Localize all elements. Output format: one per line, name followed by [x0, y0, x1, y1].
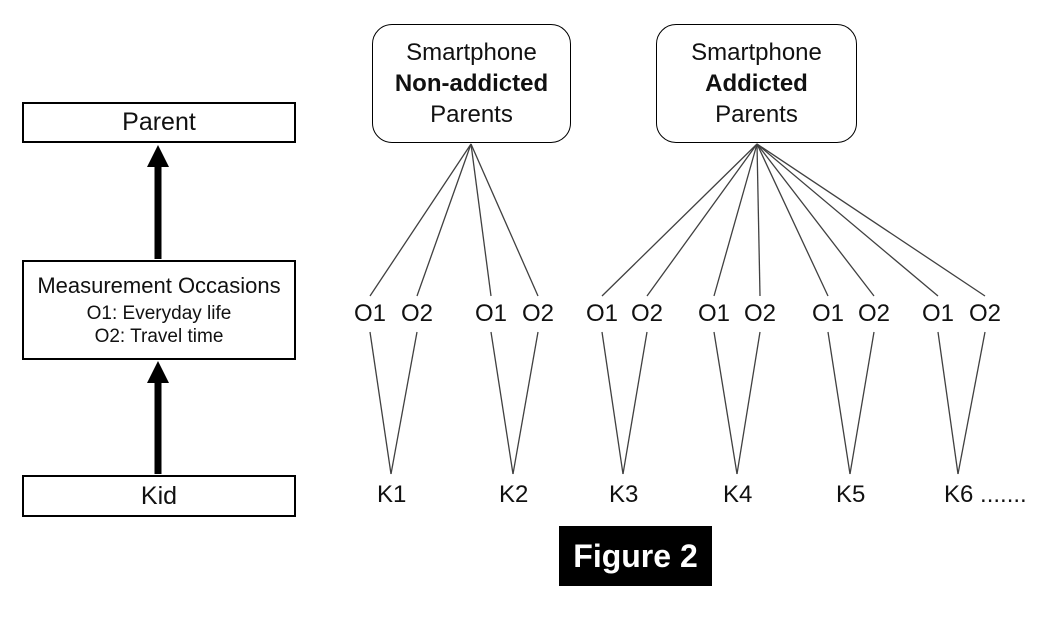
- kid-label: K3: [609, 481, 639, 508]
- measurement-sub-o2: O2: Travel time: [94, 326, 224, 347]
- converge-line: [490, 331, 514, 475]
- occasion-label: O1: [474, 300, 508, 327]
- fan-line: [756, 143, 939, 297]
- kid-box-label: Kid: [140, 481, 178, 510]
- converge-line: [849, 331, 875, 475]
- figure-label-text: Figure 2: [573, 537, 698, 574]
- fan-line: [470, 143, 492, 297]
- occasion-label: O1: [921, 300, 955, 327]
- fan-line: [756, 143, 829, 297]
- occasion-label: O2: [857, 300, 891, 327]
- converge-line: [512, 331, 539, 475]
- group-title-line: Parents: [715, 101, 798, 128]
- occasion-label: O2: [968, 300, 1002, 327]
- group-title-bold-line: Addicted: [705, 70, 808, 97]
- occasion-label: O1: [811, 300, 845, 327]
- parent-box-label: Parent: [122, 108, 196, 136]
- group-title-line: Parents: [430, 101, 513, 128]
- occasion-label: O2: [743, 300, 777, 327]
- parent-box: Parent: [22, 102, 296, 143]
- up-arrow-measurement: [147, 361, 169, 474]
- kid-label: K1: [377, 481, 407, 508]
- occasion-label: O2: [630, 300, 664, 327]
- converge-line: [957, 331, 986, 475]
- occasion-label: O1: [353, 300, 387, 327]
- group-box-non-addicted: Smartphone Non-addicted Parents: [372, 24, 571, 143]
- converge-line: [827, 331, 851, 475]
- converge-line: [713, 331, 738, 475]
- group-title-bold-line: Non-addicted: [394, 70, 549, 97]
- group-title-line: Smartphone: [406, 39, 537, 66]
- group-box-addicted: Smartphone Addicted Parents: [656, 24, 857, 143]
- converge-line: [736, 331, 761, 475]
- occasion-label: O1: [697, 300, 731, 327]
- fan-line: [756, 143, 986, 297]
- occasion-label: O2: [521, 300, 555, 327]
- fan-line: [369, 143, 472, 297]
- converge-line: [622, 331, 648, 475]
- measurement-occasions-box: Measurement Occasions O1: Everyday life …: [22, 260, 296, 360]
- kid-label: K6 .......: [944, 481, 1027, 508]
- converge-line: [369, 331, 392, 475]
- converge-line: [390, 331, 418, 475]
- fan-line: [601, 143, 758, 297]
- fan-line: [713, 143, 758, 297]
- fan-line: [646, 143, 758, 297]
- occasion-label: O1: [585, 300, 619, 327]
- up-arrow-parent: [147, 145, 169, 259]
- fan-line: [756, 143, 875, 297]
- figure-label: Figure 2: [559, 526, 712, 586]
- kid-label: K2: [499, 481, 529, 508]
- measurement-title: Measurement Occasions: [37, 273, 281, 298]
- connector-lines: [369, 143, 986, 475]
- fan-line: [416, 143, 472, 297]
- converge-line: [601, 331, 624, 475]
- measurement-sub-o1: O1: Everyday life: [86, 303, 232, 324]
- fan-line: [756, 143, 761, 297]
- occasion-label: O2: [400, 300, 434, 327]
- converge-line: [937, 331, 959, 475]
- kid-box: Kid: [22, 475, 296, 517]
- fan-line: [470, 143, 539, 297]
- kid-label: K5: [836, 481, 866, 508]
- group-title-line: Smartphone: [691, 39, 822, 66]
- kid-label: K4: [723, 481, 753, 508]
